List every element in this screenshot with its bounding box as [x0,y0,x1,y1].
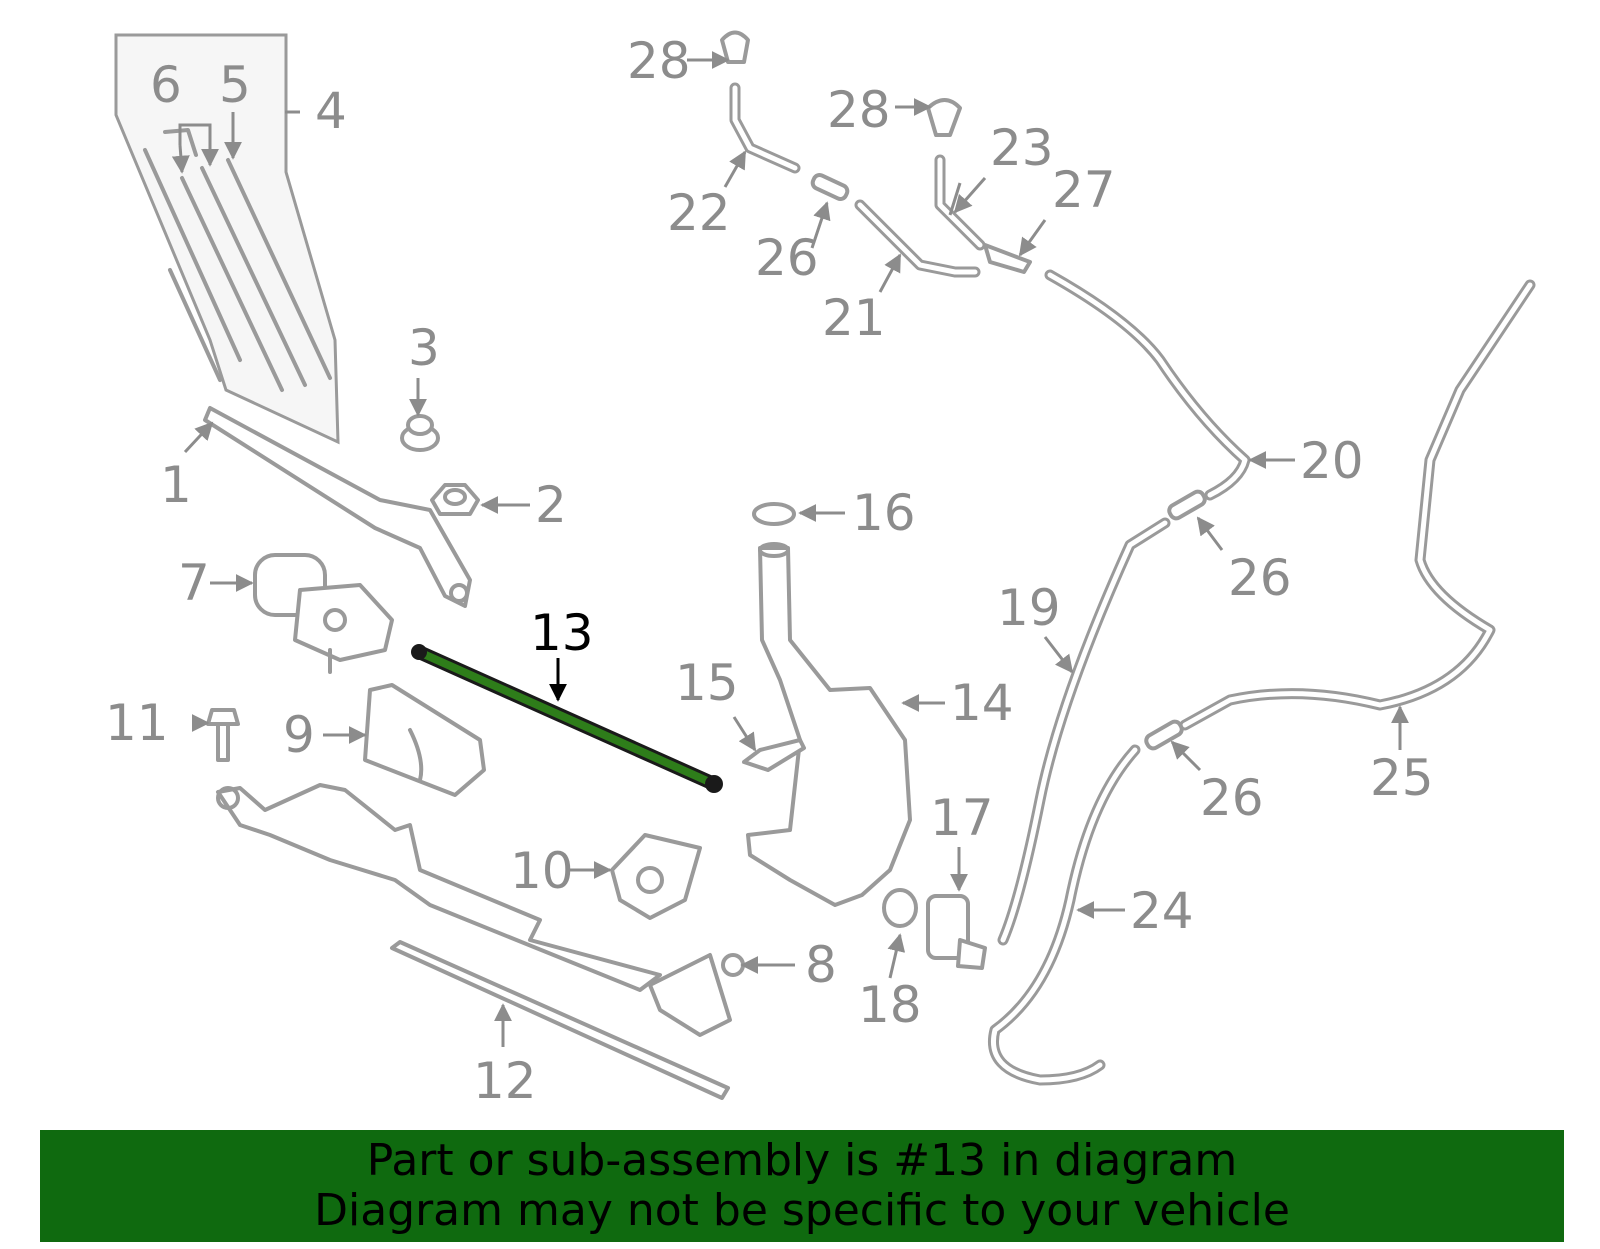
callout-15: 15 [675,654,739,712]
callout-18: 18 [858,976,922,1034]
washer-reservoir [746,542,912,907]
linkage-rod-12 [390,940,730,1100]
arm-nut [430,483,480,516]
callout-17: 17 [930,789,994,847]
bolt-15 [742,738,806,772]
callout-14: 14 [950,674,1014,732]
callout-27: 27 [1052,161,1116,219]
callout-26c: 26 [1200,769,1264,827]
banner-line-1: Part or sub-assembly is #13 in diagram [366,1135,1238,1186]
callout-8: 8 [805,936,837,994]
pivot-cover [610,833,702,920]
callout-28b: 28 [827,81,891,139]
callout-6: 6 [150,56,182,114]
grommet-18 [882,888,918,928]
cap-nut [400,414,440,452]
callout-labels: 28 28 6 5 4 23 27 22 26 21 3 1 2 20 16 2… [105,32,1434,1110]
washer-hoses [729,82,1536,1086]
callout-10: 10 [510,842,574,900]
callout-9: 9 [283,706,315,764]
callout-21: 21 [822,289,886,347]
callout-3: 3 [408,319,440,377]
washer-pump-17 [926,894,987,970]
callout-22: 22 [667,184,731,242]
callout-24: 24 [1130,882,1194,940]
callout-11: 11 [105,694,169,752]
callout-20: 20 [1300,432,1364,490]
wiper-motor [253,553,394,674]
banner-line-2: Diagram may not be specific to your vehi… [314,1185,1290,1236]
callout-13-highlighted: 13 [530,604,594,662]
info-banner: Part or sub-assembly is #13 in diagram D… [40,1130,1564,1242]
callout-23: 23 [990,119,1054,177]
connectors-26 [810,173,1207,751]
callout-26b: 26 [1228,549,1292,607]
linkage-frame [216,783,745,1037]
callout-16: 16 [852,484,916,542]
callout-4: 4 [315,82,347,140]
callout-28a: 28 [627,32,691,90]
linkage-rod-13-highlighted [411,644,723,793]
filler-cap-16 [752,502,796,526]
leader-lines [171,51,1409,1047]
bolt-11 [206,708,240,762]
callout-25: 25 [1370,749,1434,807]
motor-cover [363,683,486,797]
wiper-arm [203,406,472,608]
callout-2: 2 [535,476,567,534]
wiper-blade-assembly [114,33,340,445]
callout-26a: 26 [755,229,819,287]
callout-12: 12 [473,1052,537,1110]
callout-1: 1 [160,456,192,514]
callout-5: 5 [219,56,251,114]
callout-19: 19 [997,579,1061,637]
callout-7: 7 [178,554,210,612]
